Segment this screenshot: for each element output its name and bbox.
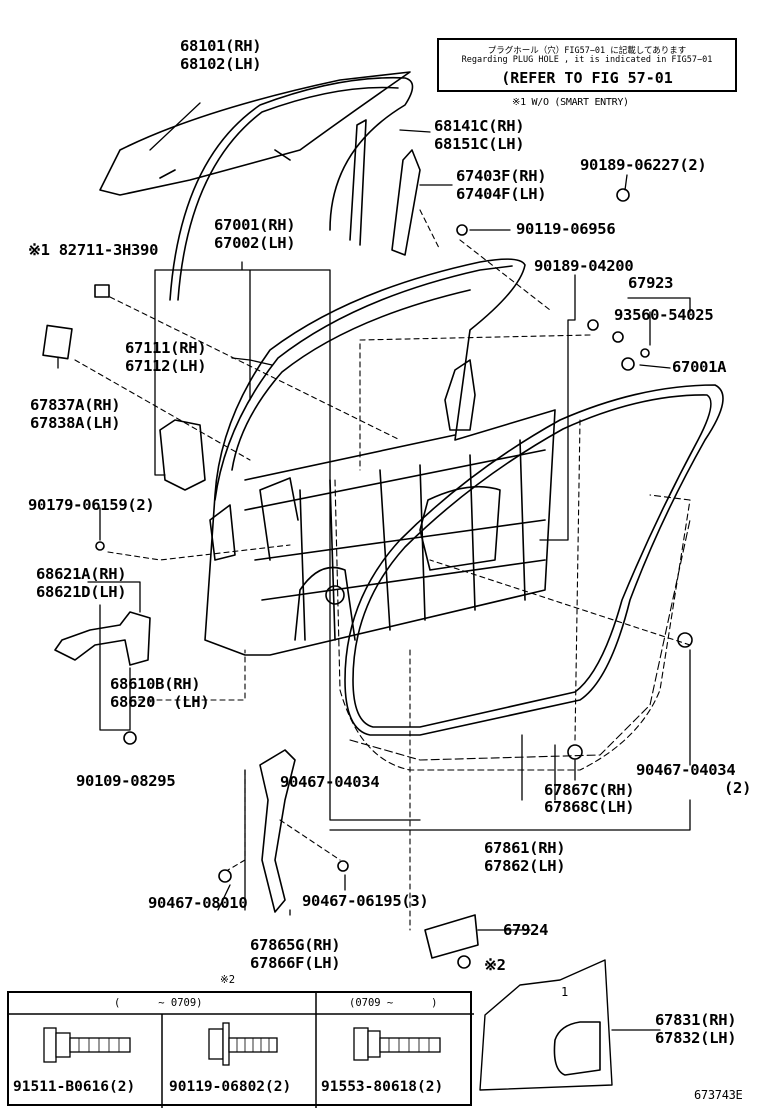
bolt-part-3: 91553-80618(2)	[321, 1079, 444, 1095]
part-label: 67837A(RH)	[30, 396, 121, 414]
door-panel	[204, 258, 556, 656]
note-line-2: Regarding PLUG HOLE , it is indicated in…	[461, 55, 713, 65]
table-title: ※2	[220, 974, 236, 986]
part-label: 68101(RH)	[180, 37, 262, 55]
part-label: 90467-04034	[636, 761, 736, 779]
part-label: 67404F(LH)	[456, 185, 547, 203]
smart-entry-note: ※1 W/O (SMART ENTRY)	[512, 97, 629, 108]
part-label: 68621D(LH)	[36, 583, 127, 601]
part-label: 90179-06159(2)	[28, 496, 155, 514]
part-label: 67832(LH)	[655, 1029, 737, 1047]
part-label: 68141C(RH)	[434, 117, 525, 135]
part-label: 68621A(RH)	[36, 565, 127, 583]
table-header-early: ( ~ 0709)	[114, 997, 203, 1009]
part-label: 90189-06227(2)	[580, 156, 707, 174]
part-label: 68620 (LH)	[110, 693, 210, 711]
part-label: 67001(RH)	[214, 216, 296, 234]
part-label: ※1 82711-3H390	[28, 241, 159, 259]
note-line-1: プラグホール（穴）FIG57−01 に記載してあります	[487, 46, 687, 56]
part-label: 67001A	[672, 358, 727, 376]
part-label: 68151C(LH)	[434, 135, 525, 153]
door-glass	[99, 71, 411, 196]
table-grid	[9, 993, 474, 1108]
part-label: 67002(LH)	[214, 234, 296, 252]
part-label: 67831(RH)	[655, 1011, 737, 1029]
bolt-part-1: 91511-B0616(2)	[13, 1079, 136, 1095]
part-label: 67861(RH)	[484, 839, 566, 857]
part-label: 68102(LH)	[180, 55, 262, 73]
part-label: 93560-54025	[614, 306, 714, 324]
part-label: ※2	[484, 956, 506, 974]
part-label: 90467-08010	[148, 894, 248, 912]
service-hole-cover	[479, 959, 613, 1091]
part-label: 67868C(LH)	[544, 798, 635, 816]
bolt-variant-table: ( ~ 0709) (0709 ~ ) 91511-B0616(2) 90119…	[7, 991, 474, 1108]
cover-index: 1	[561, 985, 568, 999]
note-line-3: (REFER TO FIG 57-01	[501, 69, 673, 87]
table-header-late: (0709 ~ )	[349, 997, 438, 1009]
refer-note-box: プラグホール（穴）FIG57−01 に記載してあります Regarding PL…	[437, 38, 737, 92]
part-label: 90467-04034	[280, 773, 380, 791]
part-label: 67111(RH)	[125, 339, 207, 357]
figure-reference: 673743E	[694, 1088, 743, 1102]
part-label: 67867C(RH)	[544, 781, 635, 799]
part-label: 67838A(LH)	[30, 414, 121, 432]
part-label: 90109-08295	[76, 772, 176, 790]
part-label: 67403F(RH)	[456, 167, 547, 185]
part-label: 67923	[628, 274, 674, 292]
part-label: 90189-04200	[534, 257, 634, 275]
bolt-part-2: 90119-06802(2)	[169, 1079, 292, 1095]
part-label: 67924	[503, 921, 549, 939]
part-label: 90467-06195(3)	[302, 892, 429, 910]
part-label: 90119-06956	[516, 220, 616, 238]
part-label: 67865G(RH)	[250, 936, 341, 954]
window-regulator-rail	[259, 749, 296, 913]
door-hinge	[54, 611, 151, 666]
part-label: 67112(LH)	[125, 357, 207, 375]
part-label: (2)	[724, 779, 752, 797]
part-label: 67862(LH)	[484, 857, 566, 875]
glass-run	[169, 76, 414, 301]
part-label: 67866F(LH)	[250, 954, 341, 972]
part-label: 68610B(RH)	[110, 675, 201, 693]
weatherstrip	[344, 384, 724, 736]
